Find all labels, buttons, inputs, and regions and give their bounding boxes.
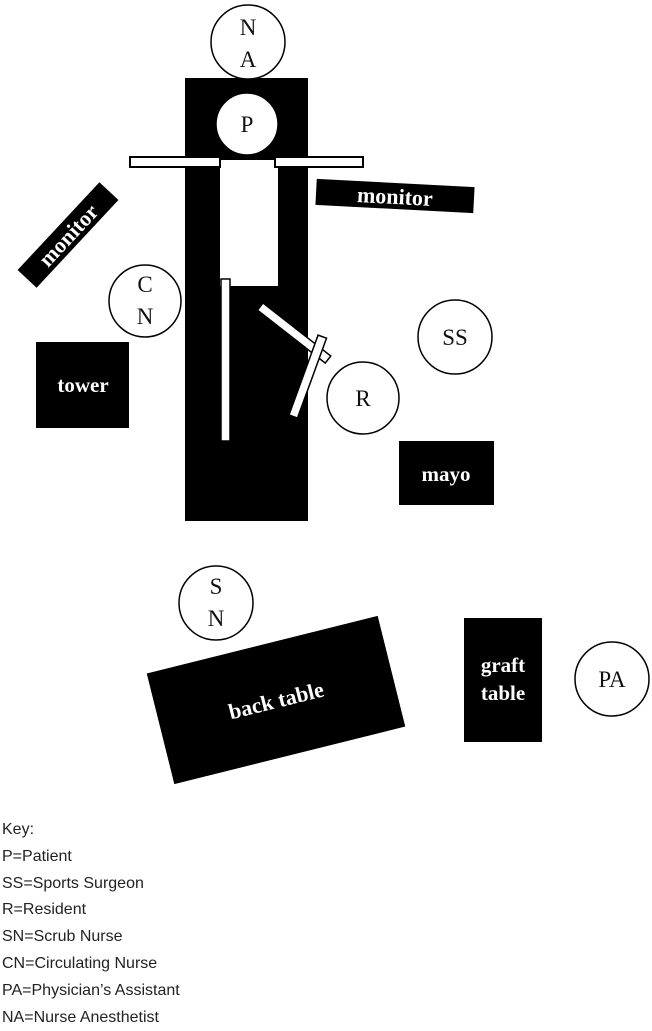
arm-board-right (274, 156, 364, 168)
scrub-nurse-circle (178, 565, 254, 641)
circulating-nurse-label-line2: N (137, 304, 154, 329)
scrub-nurse-label-line2: N (208, 606, 225, 631)
key-entry-scrub-nurse: SN=Scrub Nurse (2, 928, 123, 946)
arm-board-left (129, 156, 221, 168)
monitor-right (315, 178, 475, 214)
leg-holder-right-upper (256, 301, 332, 365)
mayo-label: mayo (422, 462, 471, 486)
leg-holder-left (220, 278, 231, 442)
mayo-stand (399, 441, 494, 505)
nurse-anesthetist-label-line1: N (240, 15, 257, 40)
graft-table (464, 618, 542, 742)
nurse-anesthetist-label-line2: A (240, 47, 257, 72)
patient-circle (215, 92, 279, 156)
sports-surgeon-label: SS (442, 325, 468, 350)
scrub-nurse-label-line1: S (210, 574, 223, 599)
resident-circle (326, 361, 400, 435)
key-entry-circulating-nurse: CN=Circulating Nurse (2, 954, 158, 972)
physician-assistant-circle (574, 641, 650, 717)
physician-assistant-label: PA (598, 667, 626, 692)
tower-label: tower (57, 373, 108, 397)
sports-surgeon-circle (417, 299, 493, 375)
patient-label: P (241, 112, 254, 137)
leg-holder-right-lower (288, 334, 328, 420)
key-entry-physician-assistant: PA=Physician’s Assistant (2, 981, 180, 999)
key-title: Key: (2, 821, 35, 838)
back-table (146, 615, 406, 785)
circulating-nurse-label-line1: C (137, 272, 152, 297)
legend-key: Key: P=Patient SS=Sports Surgeon R=Resid… (2, 817, 180, 1031)
key-entry-sports-surgeon: SS=Sports Surgeon (2, 874, 144, 892)
graft-table-label-line1: graft (481, 653, 525, 677)
tower (36, 342, 129, 428)
monitor-left-label: monitor (33, 199, 103, 272)
monitor-left (17, 182, 119, 288)
circulating-nurse-circle (108, 264, 182, 338)
monitor-right-label: monitor (356, 182, 433, 211)
key-entry-patient: P=Patient (2, 847, 72, 865)
resident-label: R (355, 386, 371, 411)
key-entry-nurse-anesthetist: NA=Nurse Anesthetist (2, 1008, 159, 1026)
graft-table-label-line2: table (481, 681, 525, 705)
table-leg-opening (220, 160, 278, 286)
or-layout-diagram: P N A monitor monitor C N tower SS R may… (17, 4, 650, 785)
key-entry-resident: R=Resident (2, 901, 87, 919)
nurse-anesthetist-circle (210, 4, 286, 80)
